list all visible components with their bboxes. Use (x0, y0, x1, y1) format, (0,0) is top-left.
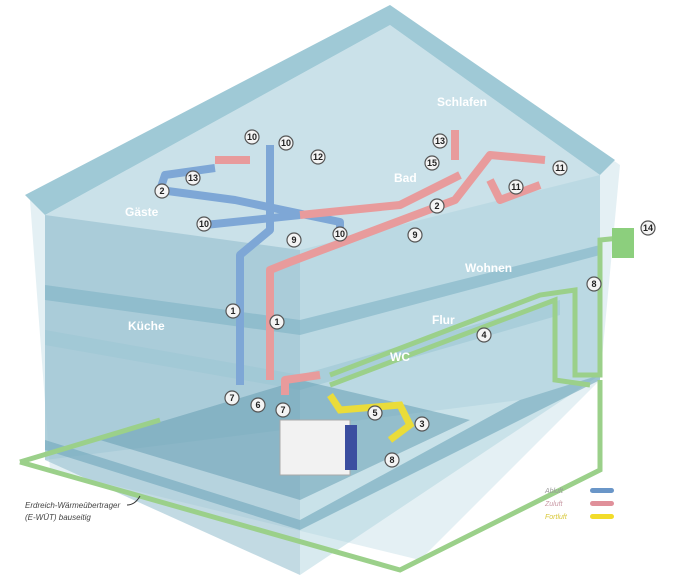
svg-text:10: 10 (335, 229, 345, 239)
svg-text:9: 9 (291, 235, 296, 245)
svg-text:2: 2 (434, 201, 439, 211)
svg-text:5: 5 (372, 408, 377, 418)
marker: 5 (367, 405, 383, 421)
svg-text:7: 7 (280, 405, 285, 415)
svg-text:15: 15 (427, 158, 437, 168)
svg-text:7: 7 (229, 393, 234, 403)
svg-text:13: 13 (188, 173, 198, 183)
room-label-wc: WC (390, 350, 410, 364)
svg-text:6: 6 (255, 400, 260, 410)
svg-text:4: 4 (481, 330, 486, 340)
marker: 11 (508, 179, 524, 195)
marker: 8 (384, 452, 400, 468)
svg-text:12: 12 (313, 152, 323, 162)
note-line-2: (E-WÜT) bauseitig (25, 513, 91, 522)
note-line-1: Erdreich-Wärmeübertrager (25, 501, 120, 510)
legend: Abluft Zuluft Fortluft (544, 488, 614, 521)
marker: 10 (244, 129, 260, 145)
legend-label-abluft: Abluft (544, 488, 564, 495)
ventilation-unit-panel (345, 425, 357, 470)
svg-text:11: 11 (555, 163, 565, 173)
legend-swatch-zuluft (590, 501, 614, 506)
exhaust-air-ducts (327, 393, 415, 443)
svg-text:2: 2 (159, 186, 164, 196)
marker: 11 (552, 160, 568, 176)
svg-text:10: 10 (199, 219, 209, 229)
marker: 4 (476, 327, 492, 343)
marker: 10 (278, 135, 294, 151)
ventilation-unit (279, 419, 351, 476)
air-intake (612, 228, 634, 258)
legend-label-fortluft: Fortluft (545, 514, 568, 521)
marker: 9 (407, 227, 423, 243)
marker: 1 (225, 303, 241, 319)
marker: 8 (586, 276, 602, 292)
svg-text:8: 8 (591, 279, 596, 289)
room-label-wohnen: Wohnen (465, 261, 512, 275)
svg-text:1: 1 (274, 317, 279, 327)
svg-text:1: 1 (230, 306, 235, 316)
marker: 2 (429, 198, 445, 214)
svg-text:10: 10 (247, 132, 257, 142)
svg-text:8: 8 (389, 455, 394, 465)
marker: 14 (640, 220, 656, 236)
room-label-bad: Bad (394, 171, 417, 185)
svg-text:11: 11 (511, 182, 521, 192)
legend-label-zuluft: Zuluft (544, 501, 564, 508)
marker: 6 (250, 397, 266, 413)
marker: 13 (432, 133, 448, 149)
svg-text:13: 13 (435, 136, 445, 146)
svg-text:3: 3 (419, 419, 424, 429)
room-label-kueche: Küche (128, 319, 165, 333)
room-label-flur: Flur (432, 313, 455, 327)
marker: 7 (275, 402, 291, 418)
marker: 15 (424, 155, 440, 171)
room-label-gaeste: Gäste (125, 205, 159, 219)
marker: 3 (414, 416, 430, 432)
marker: 13 (185, 170, 201, 186)
marker: 10 (196, 216, 212, 232)
legend-swatch-abluft (590, 488, 614, 493)
note-arrow-icon (126, 495, 141, 506)
ground-heat-exchanger (19, 235, 621, 573)
svg-text:9: 9 (412, 230, 417, 240)
supply-air-ducts (215, 130, 546, 395)
marker: 10 (332, 226, 348, 242)
marker: 12 (310, 149, 326, 165)
marker: 9 (286, 232, 302, 248)
svg-text:10: 10 (281, 138, 291, 148)
marker: 1 (269, 314, 285, 330)
room-label-schlafen: Schlafen (437, 95, 487, 109)
legend-swatch-fortluft (590, 514, 614, 519)
marker: 7 (224, 390, 240, 406)
svg-text:14: 14 (643, 223, 653, 233)
marker: 2 (154, 183, 170, 199)
